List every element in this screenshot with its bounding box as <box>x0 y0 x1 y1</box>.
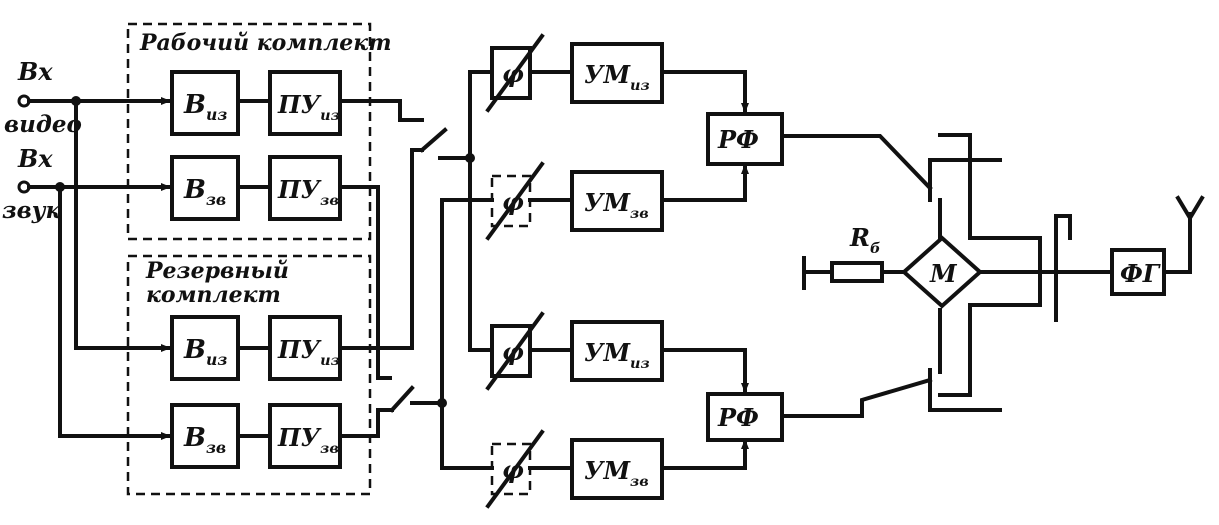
ballast-sub: б <box>870 240 880 257</box>
video-input: Вх видео <box>4 57 82 138</box>
switch-image <box>419 127 448 153</box>
svg-text:ПУзв: ПУзв <box>277 423 339 457</box>
svg-text:Rб: Rб <box>849 223 880 257</box>
video-input-name: видео <box>4 111 82 138</box>
svg-text:ПУиз: ПУиз <box>277 90 340 124</box>
power-amp-sound-2-label: УМ <box>584 456 631 485</box>
separation-filter-2: РФ <box>706 392 784 442</box>
power-amp-image-1-sub: из <box>630 77 650 94</box>
working-image-chain: Виз ПУиз <box>170 70 342 136</box>
preamp-sound-label: ПУ <box>277 175 322 204</box>
reserve-sound-chain: Взв ПУзв <box>170 403 342 469</box>
input-wiring <box>27 96 172 440</box>
svg-text:УМзв: УМзв <box>584 456 649 490</box>
preamp-sound-sub: зв <box>320 192 339 209</box>
svg-text:УМиз: УМиз <box>584 60 650 94</box>
sound-input: Вх звук <box>2 144 62 224</box>
preamp-image-block <box>268 70 342 136</box>
reserve-set-group: Резервный комплект <box>126 254 372 496</box>
power-amp-sound-2-sub: зв <box>630 473 649 490</box>
harmonic-filter-label: ФГ <box>1120 259 1161 288</box>
reserve-image-chain: Виз ПУиз <box>170 315 342 381</box>
power-amp-image-2: УМиз <box>570 320 664 382</box>
exciter-image-label: В <box>183 90 206 120</box>
reserve-set-label-line2: комплект <box>146 282 281 308</box>
sound-input-label: Вх <box>17 144 53 173</box>
reserve-preamp-sound-sub: зв <box>320 440 339 457</box>
separation-filter-1: РФ <box>706 112 784 166</box>
switch-wiring <box>338 70 494 470</box>
bridge-diamond: М <box>901 235 983 309</box>
reserve-exciter-image-label: В <box>183 335 206 365</box>
phase-shifter-2: φ <box>485 161 545 241</box>
svg-text:Взв: Взв <box>183 423 226 457</box>
exciter-sound-label: В <box>183 175 206 205</box>
svg-text:Виз: Виз <box>183 335 227 369</box>
preamp-image-sub: из <box>320 107 340 124</box>
feeder-wiring <box>780 133 1042 418</box>
sound-input-name: звук <box>2 197 62 224</box>
power-amp-image-2-sub: из <box>630 355 650 372</box>
reserve-preamp-image-label: ПУ <box>277 335 322 364</box>
ballast-resistor: Rб <box>802 223 906 290</box>
antenna <box>1162 195 1205 274</box>
exciter-sound-sub: зв <box>206 190 226 209</box>
svg-text:Виз: Виз <box>183 90 227 124</box>
separation-filter-2-label: РФ <box>717 403 759 432</box>
svg-text:ПУзв: ПУзв <box>277 175 339 209</box>
amp-to-filter-wiring <box>660 70 749 470</box>
preamp-image-label: ПУ <box>277 90 322 119</box>
working-set-group: Рабочий комплект <box>126 22 391 241</box>
power-amp-image-2-label: УМ <box>584 338 631 367</box>
reserve-exciter-image-block <box>170 315 240 381</box>
reserve-exciter-image-sub: из <box>206 350 227 369</box>
harmonic-filter: ФГ <box>1110 248 1166 296</box>
switch-sound <box>389 385 415 413</box>
output-wiring <box>978 214 1114 322</box>
reserve-exciter-sound-block <box>170 403 240 469</box>
svg-text:Взв: Взв <box>183 175 226 209</box>
svg-text:УМиз: УМиз <box>584 338 650 372</box>
power-amp-image-1: УМиз <box>570 42 664 104</box>
power-amp-sound-1-sub: зв <box>630 205 649 222</box>
svg-text:УМзв: УМзв <box>584 188 649 222</box>
reserve-exciter-sound-sub: зв <box>206 438 226 457</box>
reserve-preamp-image-sub: из <box>320 352 340 369</box>
bridge-label: М <box>929 259 958 288</box>
svg-text:ПУиз: ПУиз <box>277 335 340 369</box>
reserve-set-label-line1: Резервный <box>145 258 289 284</box>
phase-shifter-3: φ <box>485 311 545 391</box>
video-input-label: Вх <box>17 57 53 86</box>
working-sound-chain: Взв ПУзв <box>170 155 342 221</box>
phase-shifter-1: φ <box>485 33 545 113</box>
exciter-image-block <box>170 70 240 136</box>
power-amp-sound-2: УМзв <box>570 438 664 500</box>
reserve-exciter-sound-label: В <box>183 423 206 453</box>
power-amp-sound-1-label: УМ <box>584 188 631 217</box>
power-amp-sound-1: УМзв <box>570 170 664 232</box>
power-amp-image-1-label: УМ <box>584 60 631 89</box>
separation-filter-1-label: РФ <box>717 125 759 154</box>
phase-to-amp-wiring <box>528 70 574 470</box>
working-set-label: Рабочий комплект <box>139 30 391 56</box>
reserve-preamp-sound-label: ПУ <box>277 423 322 452</box>
exciter-image-sub: из <box>206 105 227 124</box>
ballast-label: R <box>849 223 870 252</box>
